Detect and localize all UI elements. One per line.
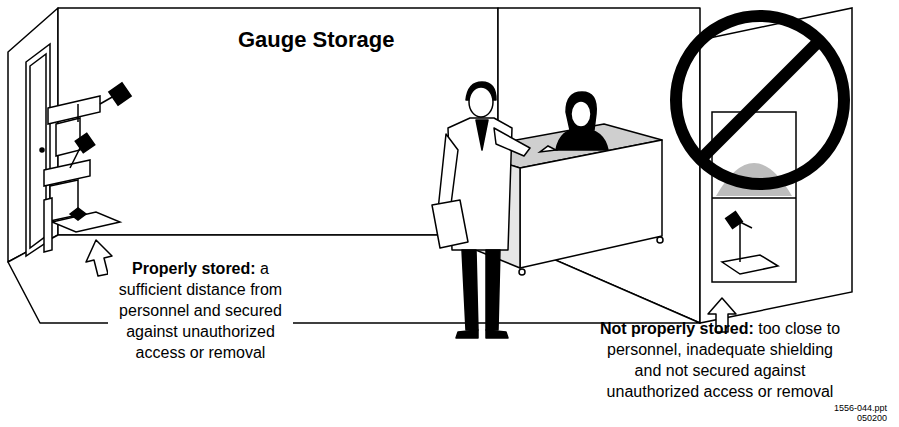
technician-figure-part — [456, 330, 478, 338]
diagram-title: Gauge Storage — [238, 27, 394, 53]
stored-gauges-part — [100, 96, 114, 104]
technician-figure-part — [494, 128, 530, 156]
storage-cabinet-part — [740, 222, 752, 228]
technician-figure — [432, 82, 530, 338]
storage-cabinet-part — [722, 255, 778, 274]
stored-gauges-part — [70, 208, 86, 220]
reference-number: 1556-044.ppt — [834, 403, 887, 413]
storage-cabinet-part — [739, 222, 741, 262]
desk-part — [520, 140, 662, 268]
room-walls-part — [58, 8, 498, 235]
clerk-figure-part — [540, 146, 556, 152]
prohibition-sign-part — [676, 16, 844, 184]
callout-heading: Properly stored: — [132, 260, 256, 277]
stored-gauges — [44, 83, 131, 252]
technician-figure-part — [462, 250, 478, 330]
callout-heading: Not properly stored: — [600, 320, 754, 337]
prohibition-sign — [676, 16, 844, 184]
technician-figure-part — [476, 120, 488, 150]
reference-number-block: 1556-044.ppt — [787, 404, 887, 413]
stored-gauges-part — [52, 212, 120, 232]
clerk-figure — [540, 92, 608, 152]
storage-cabinet-part — [712, 197, 796, 199]
desk-part — [657, 237, 663, 243]
prohibition-sign-part — [700, 40, 820, 160]
callout-text-block: Not properly stored:too close to personn… — [596, 318, 844, 402]
clerk-figure-part — [571, 101, 591, 127]
storage-cabinet-part — [726, 212, 743, 229]
clerk-figure-part — [566, 92, 596, 130]
room-walls-part — [8, 8, 58, 262]
date-code: 050200 — [857, 413, 887, 423]
stored-gauges-part — [77, 104, 79, 122]
stored-gauges-part — [44, 198, 52, 252]
clerk-figure-part — [556, 128, 608, 150]
date-code-block: 050200 — [787, 414, 887, 423]
technician-figure-part — [432, 200, 468, 248]
stored-gauges-part — [56, 118, 80, 156]
technician-figure-part — [486, 250, 500, 330]
desk-part — [519, 269, 525, 275]
technician-figure-part — [486, 330, 508, 338]
stored-gauges-part — [75, 133, 94, 152]
stored-gauges-part — [70, 148, 80, 168]
callout-text-block: Properly stored:a sufficient distance fr… — [108, 258, 293, 363]
stored-gauges-part — [109, 83, 131, 105]
technician-figure-part — [469, 87, 493, 117]
door-part — [40, 148, 44, 152]
